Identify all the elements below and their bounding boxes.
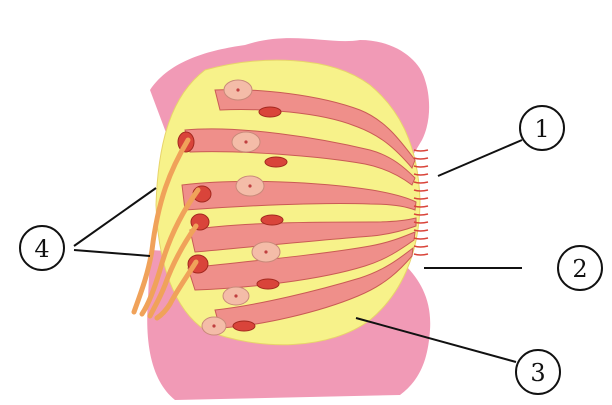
- label-1-text: 1: [534, 115, 549, 143]
- label-3-text: 3: [530, 359, 545, 387]
- nucleus: [259, 107, 281, 117]
- nucleus: [265, 157, 287, 167]
- label-4-text: 4: [34, 235, 49, 263]
- label-4: 4: [20, 226, 64, 270]
- nucleus: [233, 321, 255, 331]
- nucleus: [261, 215, 283, 225]
- label-2: 2: [558, 246, 602, 290]
- nucleus: [257, 279, 279, 289]
- label-1: 1: [520, 106, 564, 150]
- label-2-text: 2: [572, 255, 587, 283]
- label-3: 3: [516, 350, 560, 394]
